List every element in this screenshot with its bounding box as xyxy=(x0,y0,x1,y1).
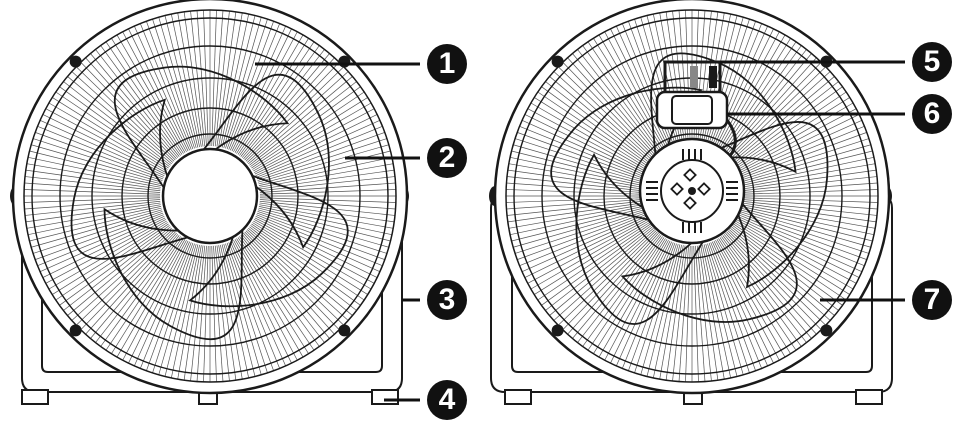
rear-grille xyxy=(506,10,878,382)
callout-7: 7 xyxy=(820,280,952,320)
front-hub xyxy=(161,147,259,245)
blade-outline xyxy=(697,121,829,289)
grille-clip xyxy=(551,55,564,68)
callout-6: 6 xyxy=(727,94,952,134)
blade-outline xyxy=(620,188,798,323)
callout-badge xyxy=(912,42,952,82)
rear-foot-left xyxy=(504,389,532,405)
front-foot-right xyxy=(371,389,399,405)
blade-outline xyxy=(114,65,290,200)
callout-badge xyxy=(427,138,467,178)
motor-vents xyxy=(646,149,738,233)
grille-clip xyxy=(820,324,833,337)
callouts: 1 2 3 4 5 6 7 xyxy=(255,42,952,420)
grille-clip xyxy=(338,55,351,68)
rear-grille-clips xyxy=(551,55,833,337)
callout-1: 1 xyxy=(255,44,467,84)
rear-blades xyxy=(550,52,829,325)
front-grille xyxy=(24,10,396,382)
blade-outline xyxy=(103,207,245,341)
blade-outline xyxy=(70,98,201,260)
blade-outline xyxy=(650,52,797,179)
callout-3: 3 xyxy=(402,280,467,320)
callout-badge xyxy=(427,280,467,320)
grille-clip xyxy=(69,324,82,337)
blade-outline xyxy=(575,152,712,325)
blade-outline xyxy=(188,169,349,308)
callout-badge xyxy=(912,280,952,320)
control-knob xyxy=(655,90,737,157)
callout-number: 7 xyxy=(924,283,941,316)
callout-5: 5 xyxy=(720,42,952,82)
callout-badge xyxy=(427,380,467,420)
grille-clip xyxy=(551,324,564,337)
carry-handle xyxy=(663,60,722,95)
callout-badge xyxy=(427,44,467,84)
front-blades xyxy=(70,65,349,341)
front-view xyxy=(10,0,409,405)
rear-view xyxy=(489,0,893,405)
callout-number: 6 xyxy=(924,97,941,130)
grille-clip xyxy=(338,324,351,337)
rear-foot-right xyxy=(855,389,883,405)
callout-number: 4 xyxy=(439,383,456,416)
motor-diamond-marks xyxy=(670,168,711,210)
callout-2: 2 xyxy=(345,138,467,178)
callout-number: 5 xyxy=(924,45,941,78)
grille-clip xyxy=(69,55,82,68)
callout-number: 1 xyxy=(439,47,456,80)
callout-4: 4 xyxy=(384,380,467,420)
callout-number: 2 xyxy=(439,141,456,174)
motor-housing xyxy=(638,137,746,245)
blade-outline xyxy=(194,73,330,250)
front-foot-left xyxy=(21,389,49,405)
callout-number: 3 xyxy=(439,283,456,316)
callout-badge xyxy=(912,94,952,134)
